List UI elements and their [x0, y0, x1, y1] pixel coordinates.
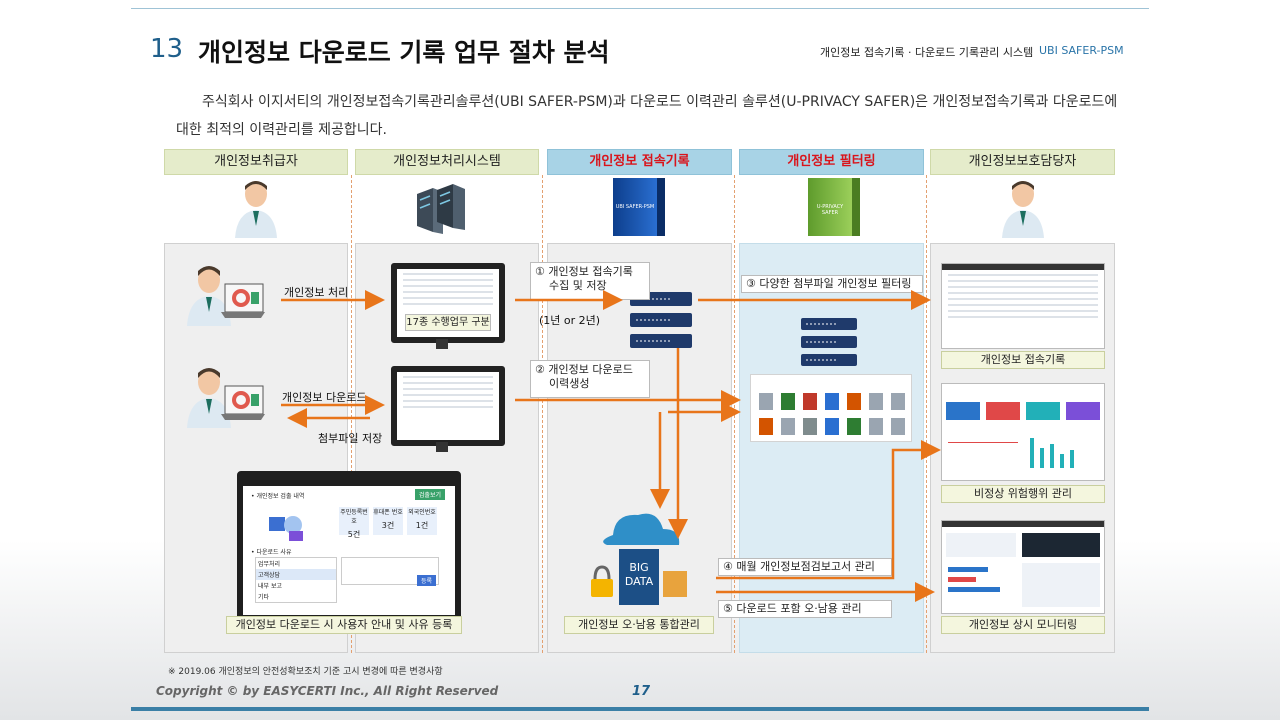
stat-label: 주민등록번호 — [340, 509, 368, 525]
column-header-officer: 개인정보보호담당자 — [930, 149, 1115, 175]
reason-title: • 다운로드 사유 — [251, 549, 292, 556]
reason-option[interactable]: 기타 — [258, 594, 270, 601]
footnote: ※ 2019.06 개인정보의 안전성확보조치 기준 고시 변경에 따른 변경사… — [168, 667, 443, 677]
file-type-icons — [759, 393, 905, 435]
retention-text: (1년 or 2년) — [539, 314, 601, 327]
filter-server-icon — [801, 318, 857, 366]
column-divider — [351, 175, 352, 653]
column-divider — [734, 175, 735, 653]
monitor-stand — [436, 442, 448, 452]
section-number: 13 — [150, 34, 184, 64]
reason-option[interactable]: 고객상담 — [256, 569, 336, 580]
reason-option[interactable]: 내부 보고 — [258, 583, 282, 590]
monitoring-caption: 개인정보 상시 모니터링 — [941, 616, 1105, 634]
reason-textarea[interactable] — [341, 557, 439, 585]
download-label: 개인정보 다운로드 — [282, 391, 367, 404]
step-5-box: ⑤ 다운로드 포함 오·남용 관리 — [718, 600, 892, 618]
download-reason-popup: • 개인정보 검출 내역 검출보기 주민등록번호 5건 휴대폰 번호 3건 외국… — [237, 471, 461, 621]
attach-save-label: 첨부파일 저장 — [318, 432, 383, 445]
server-rack-icon — [417, 184, 465, 234]
big-data-icon: BIG DATA — [591, 513, 687, 605]
monitor-stand — [436, 339, 448, 349]
register-button[interactable]: 등록 — [417, 575, 437, 586]
reason-option[interactable]: 업무처리 — [258, 561, 281, 568]
access-log-screen — [941, 263, 1105, 349]
top-rule — [131, 8, 1149, 9]
security-illustration-icon — [269, 516, 303, 541]
step-2-box: ② 개인정보 다운로드 이력생성 — [530, 360, 650, 398]
officer-icon — [1002, 181, 1044, 238]
log-server-icon — [630, 292, 692, 348]
popup-badge[interactable]: 검출보기 — [414, 489, 445, 500]
download-reason-caption: 개인정보 다운로드 시 사용자 안내 및 사유 등록 — [226, 616, 462, 634]
bottom-rule — [131, 707, 1149, 711]
bigdata-text: BIG — [629, 561, 648, 574]
work-types-label: 17종 수행업무 구분 — [405, 314, 491, 331]
product-box-label: UBI SAFER-PSM — [615, 204, 655, 210]
user-laptop-icon — [187, 368, 265, 428]
page-subtitle: 개인정보 접속기록 · 다운로드 기록관리 시스템 — [820, 46, 1034, 59]
column-divider — [926, 175, 927, 653]
product-name: UBI SAFER-PSM — [1039, 44, 1124, 57]
abnormal-caption: 비정상 위험행위 관리 — [941, 485, 1105, 503]
access-log-caption: 개인정보 접속기록 — [941, 351, 1105, 369]
system-monitor — [391, 263, 505, 343]
abnormal-behavior-screen — [941, 383, 1105, 481]
step-1-box: ① 개인정보 접속기록 수집 및 저장 — [530, 262, 650, 300]
step-4-box: ④ 매월 개인정보점검보고서 관리 — [718, 558, 892, 576]
system-monitor — [391, 366, 505, 446]
stat-label: 휴대폰 번호 — [373, 509, 403, 516]
copyright: Copyright © by EASYCERTI Inc., All Right… — [156, 684, 499, 698]
person-icon — [235, 181, 277, 238]
page-number: 17 — [632, 684, 651, 699]
product-box-label: U-PRIVACY SAFER — [816, 204, 844, 216]
column-header-access-log: 개인정보 접속기록 — [547, 149, 732, 175]
popup-title: • 개인정보 검출 내역 — [251, 493, 305, 500]
monitoring-screen — [941, 520, 1105, 614]
column-header-handler: 개인정보취급자 — [164, 149, 348, 175]
column-divider — [542, 175, 543, 653]
file-types-panel — [750, 374, 912, 442]
column-header-filtering: 개인정보 필터링 — [739, 149, 924, 175]
column-header-system: 개인정보처리시스템 — [355, 149, 539, 175]
description: 주식회사 이지서티의 개인정보접속기록관리솔루션(UBI SAFER-PSM)과… — [176, 94, 1118, 138]
user-laptop-icon — [187, 266, 265, 326]
stat-value: 5건 — [347, 530, 361, 539]
integrated-caption: 개인정보 오·남용 통합관리 — [564, 616, 714, 634]
step-3-box: ③ 다양한 첨부파일 개인정보 필터링 — [741, 275, 923, 293]
column-panel-filtering — [739, 243, 924, 653]
stat-value: 3건 — [381, 521, 395, 530]
product-box-u-privacy: U-PRIVACY SAFER — [808, 178, 860, 236]
process-label: 개인정보 처리 — [284, 286, 349, 299]
stat-value: 1건 — [415, 521, 429, 530]
bigdata-text: DATA — [625, 575, 654, 588]
product-box-ubi-safer: UBI SAFER-PSM — [613, 178, 665, 236]
page-title: 개인정보 다운로드 기록 업무 절차 분석 — [198, 38, 610, 67]
stat-label: 외국인번호 — [408, 509, 436, 516]
